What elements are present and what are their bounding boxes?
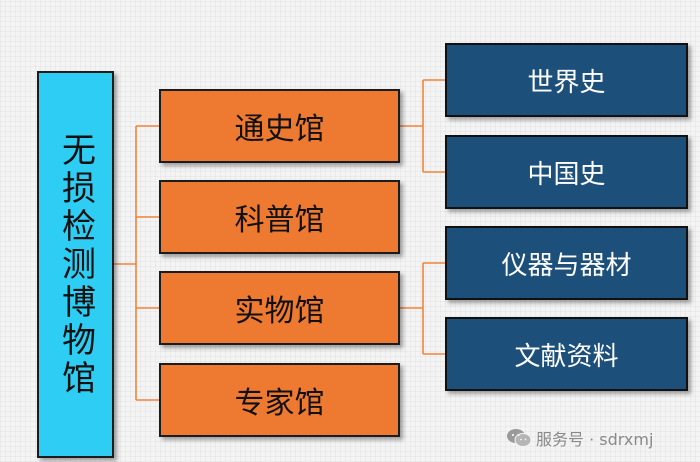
hall-node-label: 实物馆	[234, 294, 325, 329]
root-node-label: 无损检测博物馆	[55, 131, 96, 398]
wechat-icon	[507, 429, 532, 447]
hall-node-artifacts: 实物馆	[159, 271, 400, 345]
hall-node-label: 科普馆	[234, 203, 325, 238]
watermark-text: 服务号 · sdrxmj	[536, 430, 654, 449]
leaf-node-documents: 文献资料	[445, 317, 688, 391]
root-node: 无损检测博物馆	[37, 71, 114, 458]
leaf-node-label: 中国史	[527, 159, 606, 190]
leaf-node-label: 世界史	[527, 67, 606, 98]
watermark: 服务号 · sdrxmj	[506, 426, 653, 450]
hall-node-general-history: 通史馆	[159, 89, 400, 163]
leaf-node-instruments: 仪器与器材	[445, 226, 688, 300]
leaf-node-label: 仪器与器材	[501, 250, 632, 281]
hall-node-science: 科普馆	[159, 180, 400, 254]
hall-node-label: 专家馆	[234, 386, 325, 421]
hall-node-label: 通史馆	[234, 112, 325, 147]
leaf-node-world-history: 世界史	[445, 43, 688, 117]
hall-node-experts: 专家馆	[159, 363, 400, 437]
leaf-node-china-history: 中国史	[445, 135, 688, 209]
leaf-node-label: 文献资料	[514, 341, 619, 372]
